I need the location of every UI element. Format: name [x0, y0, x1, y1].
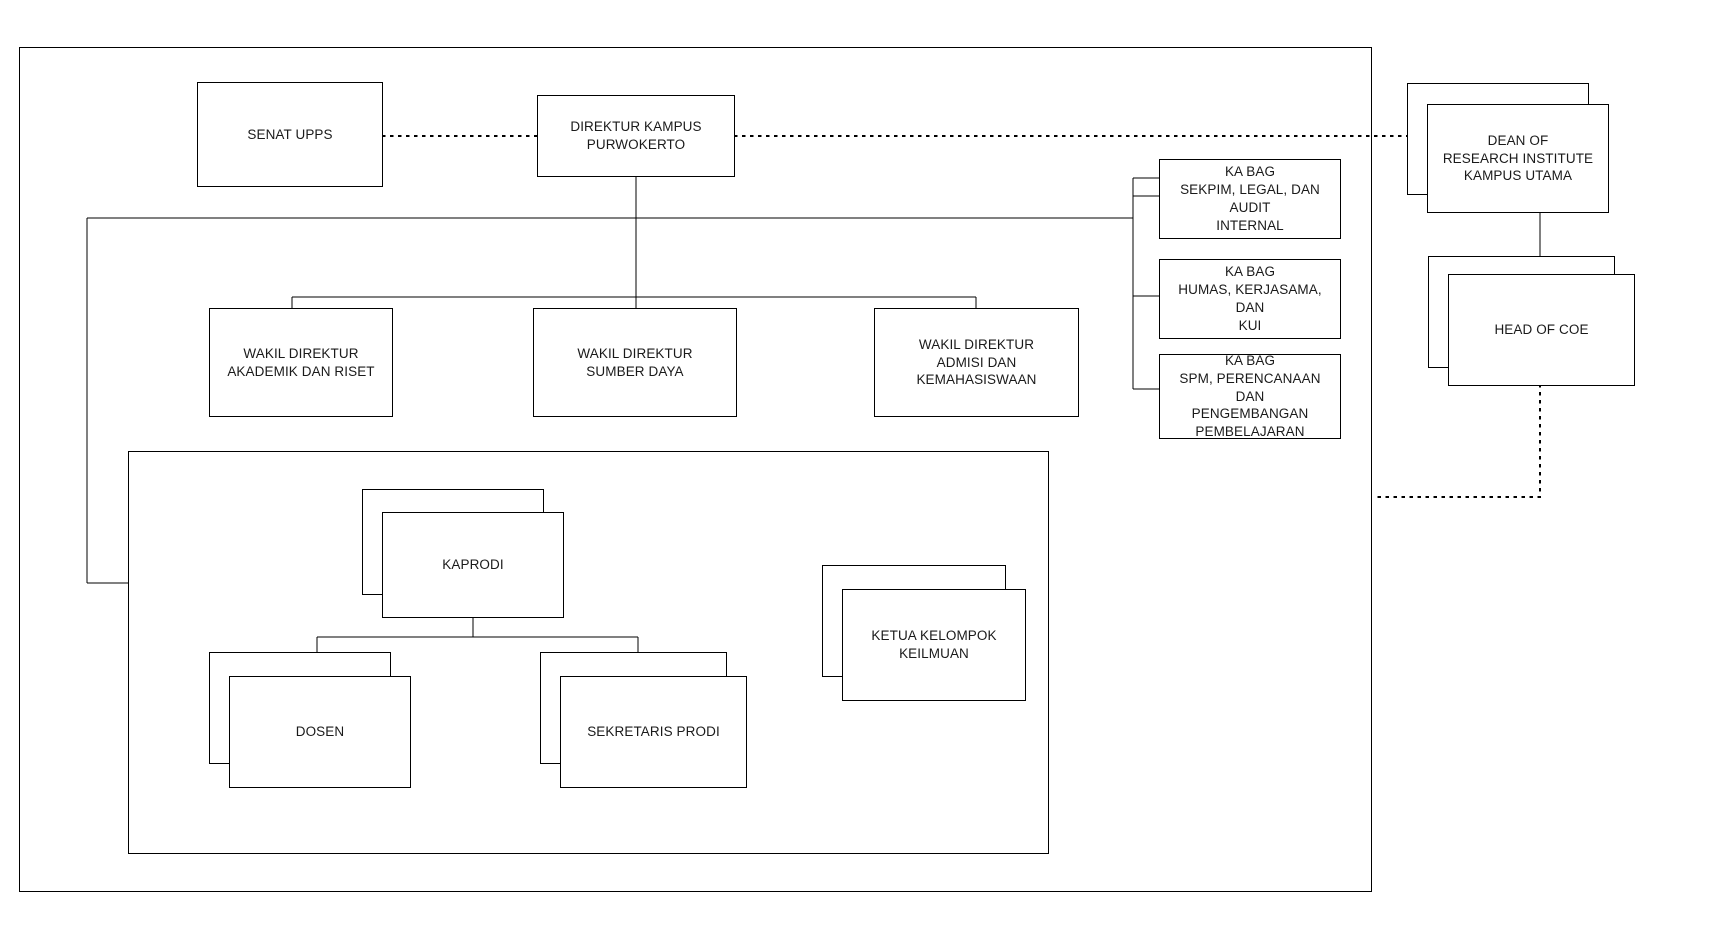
- node-ketua-kelompok-keilmuan-label: KETUA KELOMPOK KEILMUAN: [871, 628, 997, 661]
- node-dosen-label: DOSEN: [295, 724, 345, 740]
- node-wakil-direktur-sumber-daya[interactable]: WAKIL DIREKTUR SUMBER DAYA: [533, 308, 737, 417]
- node-kabag-spm-perencanaan[interactable]: KA BAG SPM, PERENCANAAN DAN PENGEMBANGAN…: [1159, 352, 1341, 440]
- node-kabag-sekpim-legal-audit-label: KA BAG SEKPIM, LEGAL, DAN AUDIT INTERNAL: [1180, 164, 1320, 233]
- node-kabag-humas-kerjasama-kui-label: KA BAG HUMAS, KERJASAMA, DAN KUI: [1178, 264, 1322, 333]
- node-dosen[interactable]: DOSEN: [229, 676, 411, 788]
- node-direktur-kampus-label: DIREKTUR KAMPUS PURWOKERTO: [570, 119, 702, 152]
- prodi-group-frame: [128, 451, 1049, 854]
- node-kabag-humas-kerjasama-kui[interactable]: KA BAG HUMAS, KERJASAMA, DAN KUI: [1159, 259, 1341, 339]
- node-senat-upps-label: SENAT UPPS: [247, 126, 333, 142]
- node-wakil-direktur-admisi[interactable]: WAKIL DIREKTUR ADMISI DAN KEMAHASISWAAN: [874, 308, 1079, 417]
- node-sekretaris-prodi[interactable]: SEKRETARIS PRODI: [560, 676, 747, 788]
- node-kabag-spm-perencanaan-label: KA BAG SPM, PERENCANAAN DAN PENGEMBANGAN…: [1179, 352, 1321, 440]
- node-head-of-coe[interactable]: HEAD OF COE: [1448, 274, 1635, 386]
- node-wakil-direktur-admisi-label: WAKIL DIREKTUR ADMISI DAN KEMAHASISWAAN: [916, 336, 1037, 388]
- node-direktur-kampus[interactable]: DIREKTUR KAMPUS PURWOKERTO: [537, 95, 735, 177]
- node-dean-research-institute-label: DEAN OF RESEARCH INSTITUTE KAMPUS UTAMA: [1442, 132, 1594, 184]
- campus-boundary-frame: [19, 47, 1372, 892]
- node-kabag-sekpim-legal-audit[interactable]: KA BAG SEKPIM, LEGAL, DAN AUDIT INTERNAL: [1159, 159, 1341, 239]
- node-wakil-direktur-akademik[interactable]: WAKIL DIREKTUR AKADEMIK DAN RISET: [209, 308, 393, 417]
- node-ketua-kelompok-keilmuan[interactable]: KETUA KELOMPOK KEILMUAN: [842, 589, 1026, 701]
- node-kaprodi[interactable]: KAPRODI: [382, 512, 564, 618]
- node-senat-upps[interactable]: SENAT UPPS: [197, 82, 383, 187]
- node-dean-research-institute[interactable]: DEAN OF RESEARCH INSTITUTE KAMPUS UTAMA: [1427, 104, 1609, 213]
- node-wakil-direktur-akademik-label: WAKIL DIREKTUR AKADEMIK DAN RISET: [227, 345, 375, 379]
- node-kaprodi-label: KAPRODI: [442, 557, 504, 573]
- node-head-of-coe-label: HEAD OF COE: [1494, 322, 1589, 338]
- node-sekretaris-prodi-label: SEKRETARIS PRODI: [587, 724, 720, 740]
- node-wakil-direktur-sumber-daya-label: WAKIL DIREKTUR SUMBER DAYA: [577, 345, 693, 379]
